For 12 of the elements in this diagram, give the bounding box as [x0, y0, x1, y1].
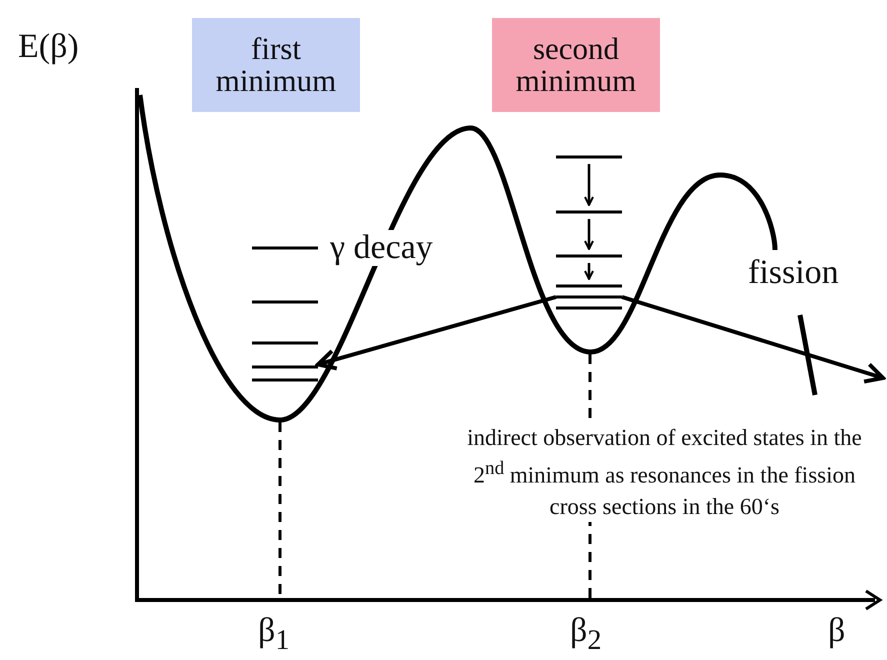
arrow	[584, 164, 594, 206]
axis-label: E(β)	[18, 28, 79, 66]
arrow	[584, 263, 594, 280]
arrow	[621, 295, 885, 384]
label-box: second minimum	[492, 18, 660, 112]
arrow	[316, 295, 557, 370]
edge-label: γ decay	[330, 230, 433, 266]
axis-label: β	[828, 612, 846, 650]
tick-label: β$_{2}$	[570, 612, 602, 657]
tick-label: β$_{1}$	[258, 612, 290, 657]
arrow	[584, 219, 594, 250]
label-box: first minimum	[192, 18, 360, 112]
